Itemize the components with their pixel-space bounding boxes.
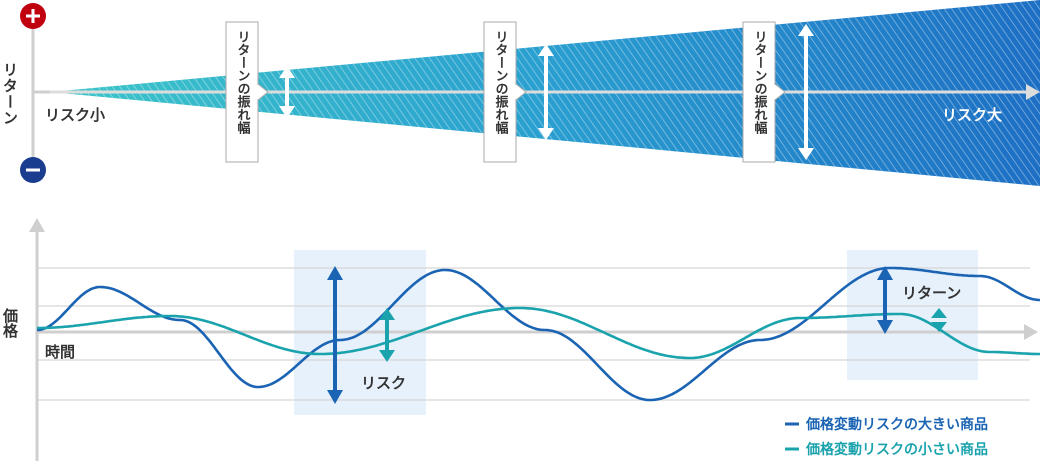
top-diagram: リターン リスク小 リスク大 リターンの振れ幅 リターンの振れ幅: [1, 0, 1040, 186]
price-axis-arrowhead: [29, 218, 45, 232]
callout-3: リターンの振れ幅: [742, 21, 786, 163]
risk-range-arrow-large: [327, 266, 343, 404]
callout-1: リターンの振れ幅: [225, 21, 269, 163]
plus-icon-v: [31, 9, 35, 23]
callout-1-label: リターンの振れ幅: [235, 30, 251, 135]
time-axis-label: 時間: [45, 343, 75, 361]
price-axis-label: 価格: [1, 307, 19, 339]
bottom-chart: 価格 時間 リスク リターン 価格変動: [1, 218, 1040, 461]
return-range-arrow-small: [931, 308, 947, 332]
risk-axis-overlay-arrowhead: [1026, 84, 1040, 100]
return-range-arrow-3: [798, 24, 814, 160]
legend-label-small: 価格変動リスクの小さい商品: [805, 441, 988, 458]
risk-annotation: リスク: [361, 374, 406, 392]
legend: 価格変動リスクの大きい商品 価格変動リスクの小さい商品: [785, 416, 988, 458]
return-range-arrow-2: [538, 44, 554, 140]
callout-3-label: リターンの振れ幅: [752, 30, 768, 135]
return-axis-label: リターン: [1, 62, 19, 126]
risk-large-label: リスク大: [942, 106, 1002, 124]
minus-icon-bar: [26, 168, 40, 172]
series-line-small-risk: [37, 306, 1040, 360]
legend-label-large: 価格変動リスクの大きい商品: [805, 416, 988, 433]
callout-2: リターンの振れ幅: [483, 21, 527, 163]
return-annotation: リターン: [902, 284, 961, 302]
return-range-arrow-1: [279, 66, 295, 118]
risk-small-label: リスク小: [45, 106, 105, 124]
risk-range-arrow-small: [379, 308, 395, 362]
return-range-arrow-large: [877, 266, 893, 334]
callout-2-label: リターンの振れ幅: [493, 30, 509, 135]
series-line-large-risk: [36, 266, 1040, 402]
time-axis-arrowhead: [1024, 324, 1038, 340]
